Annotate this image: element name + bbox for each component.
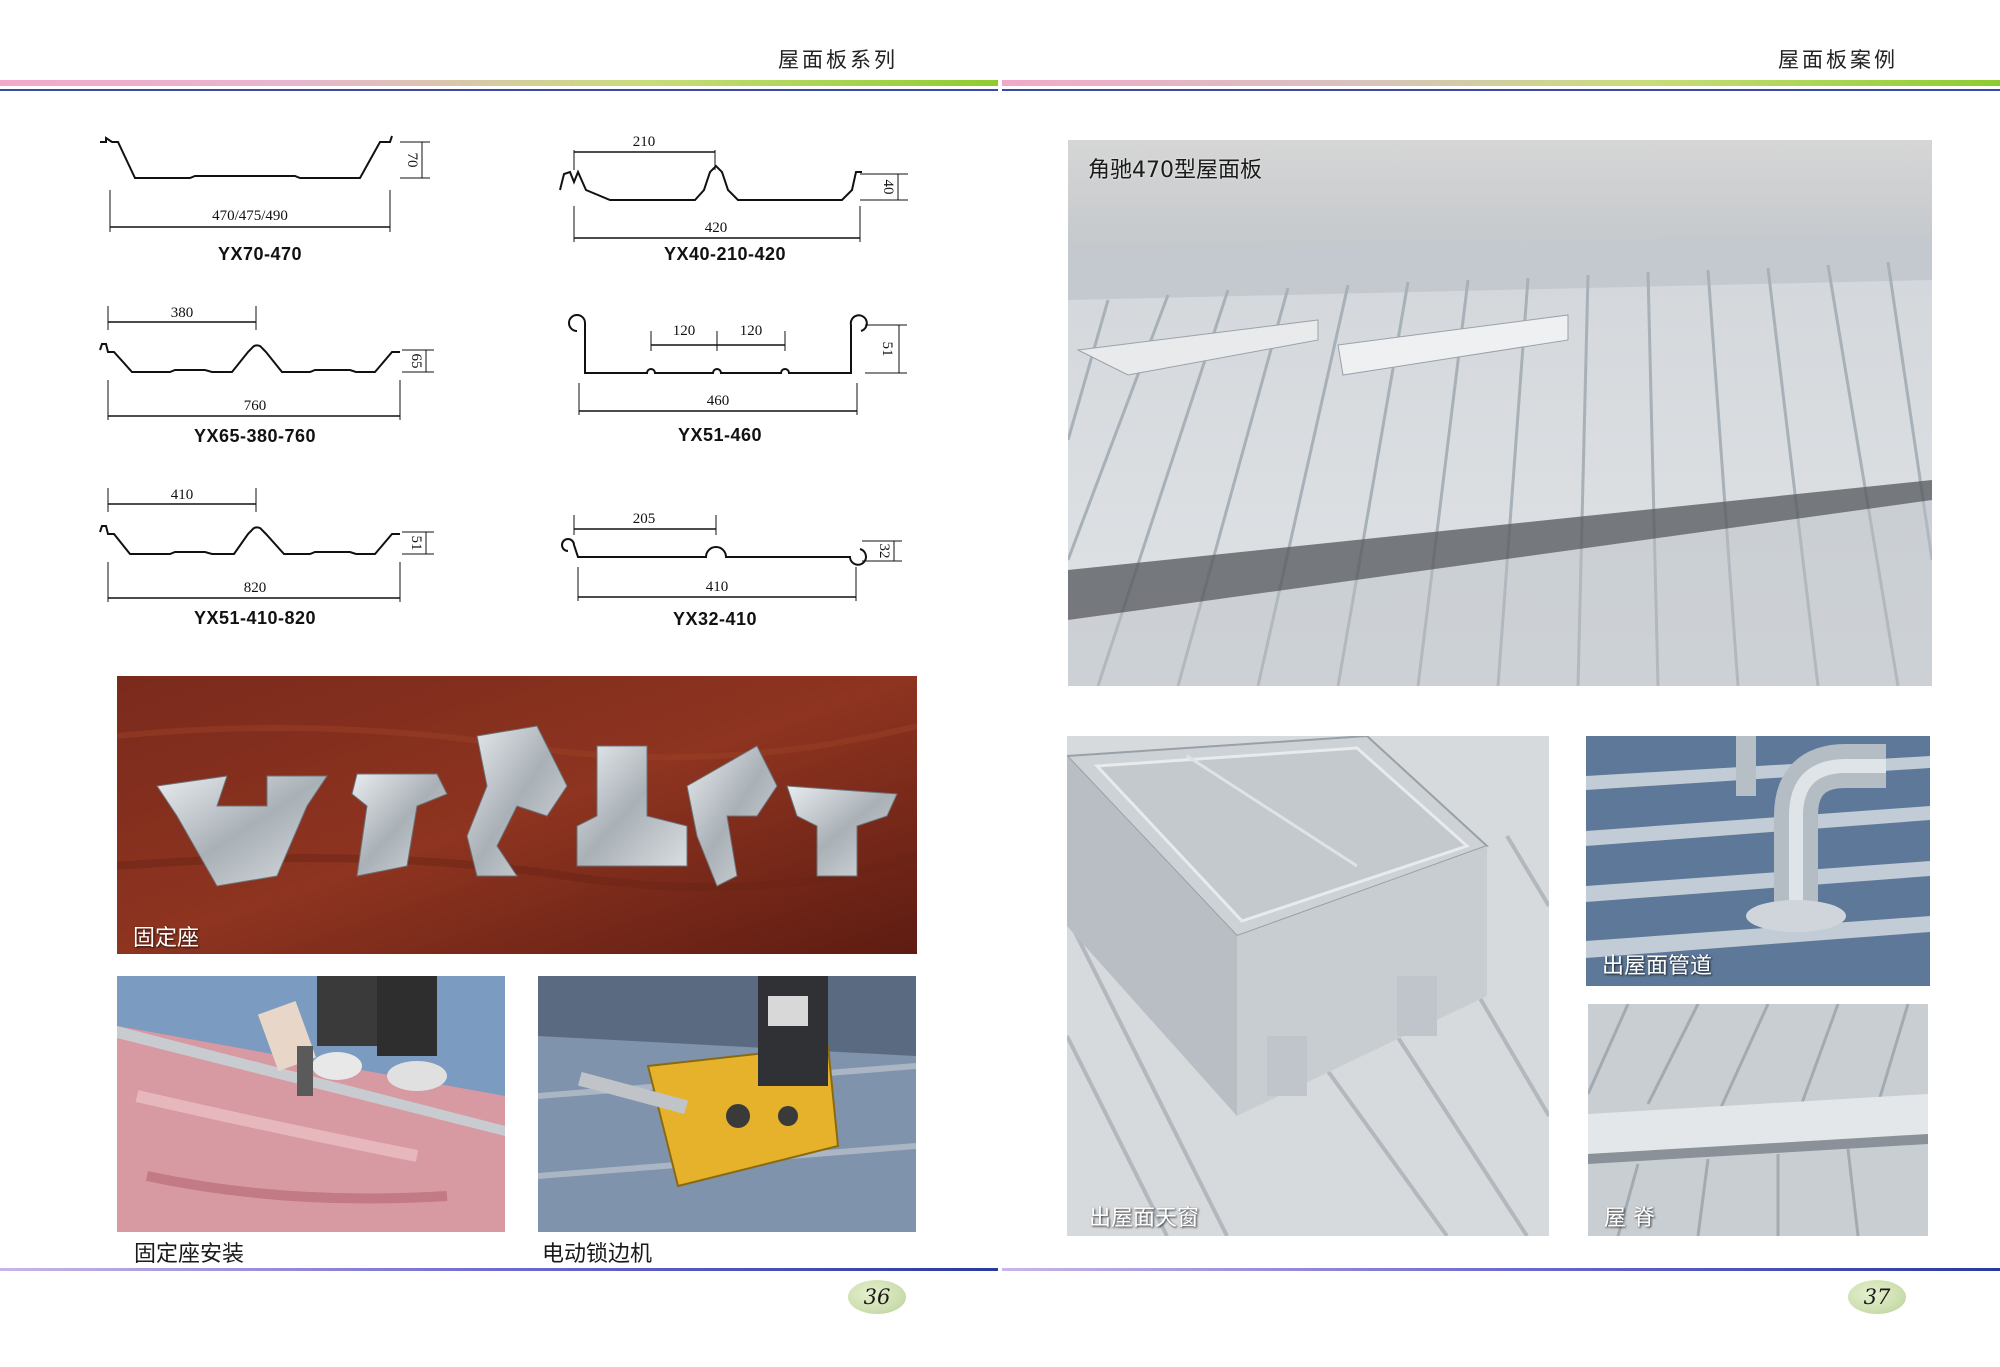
profile-yx51-460-drawing: 120 120 51 460 [568,314,907,415]
dim-text: 410 [706,579,729,595]
right-page-number: 37 [1848,1280,1906,1314]
profile-name: YX51-460 [677,425,763,445]
profile-yx32-410-drawing: 205 32 410 [561,511,902,601]
profile-yx65-380-760: 380 65 760 YX65-380-760 [99,300,440,450]
profile-yx32-410: 205 32 410 YX32-410 [560,505,920,645]
dim-text: 760 [244,398,267,414]
dim-text: 51 [408,536,424,551]
clips-photo: 固定座 [117,676,917,954]
profile-yx51-410-820-drawing: 410 51 820 [99,487,434,602]
roof-pipe-photo-label: 出屋面管道 [1602,954,1713,979]
left-page-header: 屋面板系列 [778,48,898,72]
dim-text: 120 [740,323,763,339]
clip-installation-caption: 固定座安装 [134,1242,245,1267]
dim-text: 65 [408,354,424,369]
left-header-rule [0,80,998,86]
profile-yx70-470-drawing: 70 470/475/490 [100,135,430,232]
roof-pipe-photo: 出屋面管道 [1586,736,1930,986]
dim-text: 120 [673,323,696,339]
dim-text: 70 [404,153,420,168]
profile-yx51-410-820: 410 51 820 YX51-410-820 [99,482,440,632]
left-header-thin-rule [0,89,998,91]
right-header-thin-rule [1002,89,2000,91]
left-page-number: 36 [848,1280,906,1314]
profile-yx65-380-760-drawing: 380 65 760 [99,305,434,420]
profile-name: YX70-470 [217,244,303,264]
dim-text: 820 [244,580,267,596]
dim-text: 420 [705,220,728,236]
profile-name: YX65-380-760 [193,426,317,446]
dim-text: 51 [879,342,895,357]
dim-text: 380 [171,305,194,321]
dim-text: 210 [633,134,656,150]
dim-text: 470/475/490 [212,208,288,224]
dim-text: 460 [707,393,730,409]
dim-text: 205 [633,511,656,527]
roof-ridge-photo: 屋 脊 [1588,1004,1928,1236]
right-page-header: 屋面板案例 [1778,48,1898,72]
electric-seamer-caption: 电动锁边机 [542,1242,653,1267]
electric-seamer-photo [538,976,916,1232]
left-footer-rule [0,1268,998,1271]
profile-name: YX40-210-420 [663,244,787,264]
main-roof-photo: 角驰470型屋面板 [1068,140,1932,686]
roof-ridge-photo-label: 屋 脊 [1604,1206,1655,1231]
profile-yx70-470: 70 470/475/490 YX70-470 [100,130,440,270]
profile-yx40-210-420-drawing: 210 40 420 [559,134,908,242]
dim-text: 32 [876,544,892,559]
right-header-rule [1002,80,2000,86]
profile-name: YX51-410-820 [193,608,317,628]
profile-name: YX32-410 [672,609,758,629]
profile-yx40-210-420: 210 40 420 YX40-210-420 [559,130,920,270]
right-footer-rule [1002,1268,2000,1271]
profile-yx51-460: 120 120 51 460 YX51-460 [565,314,925,455]
dim-text: 410 [171,487,194,503]
clip-installation-photo [117,976,505,1232]
roof-skylight-photo: 出屋面天窗 [1067,736,1549,1236]
roof-skylight-photo-label: 出屋面天窗 [1089,1206,1200,1231]
clips-photo-label: 固定座 [133,926,200,951]
main-roof-photo-label: 角驰470型屋面板 [1088,158,1262,183]
dim-text: 40 [880,180,896,195]
